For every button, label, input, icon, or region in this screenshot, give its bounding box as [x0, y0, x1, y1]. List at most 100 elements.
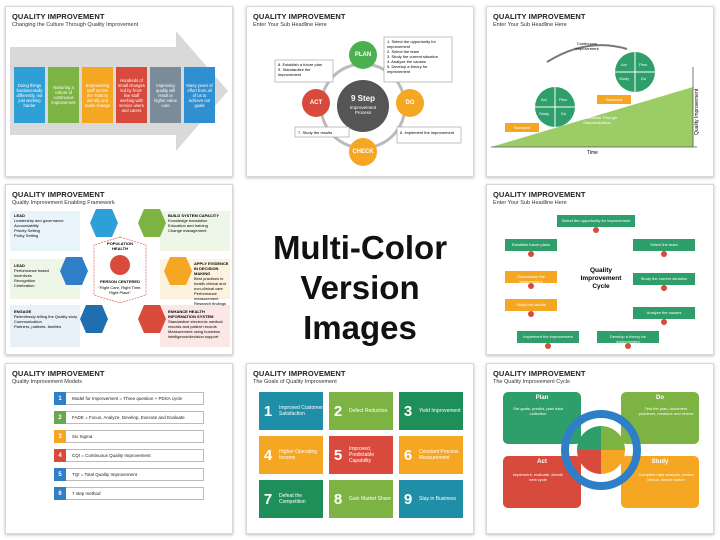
steps-right: 1. Select the opportunity for improvemen… — [387, 39, 438, 74]
center-title: 9 Step — [350, 94, 375, 103]
model-row-4: 4 CQI = Continuous Quality Improvement — [54, 449, 204, 462]
build-block: BUILD SYSTEM CAPACITY Knowledge translat… — [168, 213, 220, 233]
culture-box-1: Doing things fundamentally differently, … — [14, 67, 45, 123]
slide-title: QUALITY IMPROVEMENT — [493, 190, 586, 199]
center-subtitle: Improvement Process — [349, 105, 377, 115]
enhance-block: ENHANCE HEALTH INFORMATION SYSTEM Standa… — [168, 309, 223, 339]
slide-qi-models[interactable]: QUALITY IMPROVEMENT Quality Improvement … — [5, 363, 233, 534]
act-text: Implement, evaluate, decide next cycle — [512, 472, 564, 482]
quad-act-2: Act — [621, 62, 627, 67]
slide-culture[interactable]: QUALITY IMPROVEMENT Changing the Culture… — [5, 6, 233, 177]
cycle-graphic — [274, 36, 462, 166]
quad-do-2: Do — [641, 76, 647, 81]
culture-box-6: Many years of effort from all of us to a… — [184, 67, 215, 123]
plan-text: Set goals, predict, plan data collection — [513, 406, 563, 416]
slide-subtitle: The Goals of Quality Improvement — [253, 379, 337, 385]
cycle-step-7: Study the results — [516, 302, 546, 307]
study-text: Complete data analysis, review lesson, d… — [638, 472, 694, 482]
slide-qi-goals[interactable]: QUALITY IMPROVEMENT The Goals of Quality… — [246, 363, 474, 534]
do-text: Test the plan, document problems, measur… — [638, 406, 694, 416]
slide-subtitle: The Quality Improvement Cycle — [493, 379, 571, 385]
model-row-1: 1 Model for Improvement = Three question… — [54, 392, 204, 405]
slide-subtitle: Enter Your Sub Headline Here — [493, 22, 567, 28]
slide-subtitle: Quality Improvement Enabling Framework — [12, 200, 115, 206]
plan-heading: Plan — [535, 395, 549, 401]
model-row-6: 6 7 step method — [54, 487, 204, 500]
person-centered-label: PERSON CENTERED — [99, 279, 140, 284]
node-do: DO — [405, 100, 415, 106]
quad-study-2: Study — [619, 76, 630, 81]
label-continuous-improvement: Continuous Improvement — [575, 41, 599, 51]
culture-box-4: Hundreds of small changes led by front-l… — [116, 67, 147, 123]
ramp-graphic — [491, 44, 697, 148]
quad-study-1: Study — [539, 111, 550, 116]
cycle-step-9: Establish future plans — [511, 242, 551, 247]
quad-plan-2: Plan — [639, 62, 648, 67]
cycle-center-label: Quality Improvement Cycle — [580, 267, 622, 290]
apply-block: APPLY EVIDENCE IN DECISION MAKING Best p… — [194, 261, 229, 306]
cycle-step-1: Select the opportunity for improvement — [561, 218, 631, 223]
cycle-step-3: Study the current situation — [640, 276, 688, 281]
multicolor-headline: Multi-Color Version Images — [272, 229, 448, 346]
node-plan: PLAN — [354, 52, 372, 58]
pdsa-graphic — [503, 392, 699, 508]
step-6: 6. Implement the improvement — [400, 130, 455, 135]
label-standardization: Consolidation Through Standardization — [576, 115, 618, 125]
slide-title: QUALITY IMPROVEMENT — [493, 369, 586, 378]
node-check: CHECK — [352, 149, 374, 155]
model-row-5: 5 TQI = Total Quality Improvement — [54, 468, 204, 481]
qi-cycle-graphic — [505, 215, 695, 349]
lead-block: LEAD Leadership and governance Accountab… — [14, 213, 64, 238]
slide-qi-cycle[interactable]: QUALITY IMPROVEMENT Enter Your Sub Headl… — [486, 184, 714, 355]
step-7: 7. Study the results — [298, 130, 333, 135]
slide-subtitle: Enter Your Sub Headline Here — [493, 200, 567, 206]
cycle-step-4: Analyze the causes — [646, 310, 682, 315]
quad-act-1: Act — [541, 97, 547, 102]
culture-box-3: Empowering staff across the Trust to ide… — [82, 67, 113, 123]
slide-pdsa-ramp[interactable]: QUALITY IMPROVEMENT Enter Your Sub Headl… — [486, 6, 714, 177]
slide-title: QUALITY IMPROVEMENT — [12, 190, 105, 199]
node-act: ACT — [309, 100, 323, 106]
cycle-step-8: Standardize the improvement — [516, 274, 546, 284]
slide-subtitle: Enter Your Sub Headline Here — [253, 22, 327, 28]
axis-quality: Quality Improvement — [694, 88, 700, 135]
axis-time: Time — [587, 150, 598, 156]
slide-pdsa-quadrants[interactable]: QUALITY IMPROVEMENT The Quality Improvem… — [486, 363, 714, 534]
engage-block: ENGAGE Relentlessly telling the Quality … — [14, 309, 78, 329]
label-standard-1: Standard — [513, 125, 531, 130]
framework-graphic — [10, 209, 230, 347]
model-row-3: 3 Six Sigma — [54, 430, 204, 443]
quad-do-1: Do — [561, 111, 567, 116]
culture-box-5: Improving quality will result in higher … — [150, 67, 181, 123]
slide-title: QUALITY IMPROVEMENT — [253, 12, 346, 21]
slide-enabling-framework[interactable]: QUALITY IMPROVEMENT Quality Improvement … — [5, 184, 233, 355]
model-row-2: 2 FADE = Focus, Analyze, Develop, Execut… — [54, 411, 204, 424]
population-health-label: POPULATION HEALTH — [107, 241, 133, 251]
steps-left: 8. Establish a future plan 9. Standardiz… — [278, 62, 323, 77]
lead2-block: LEAD Performance based incentives Recogn… — [14, 263, 49, 288]
slide-subtitle: Quality Improvement Models — [12, 379, 82, 385]
act-heading: Act — [537, 459, 547, 465]
slide-title: QUALITY IMPROVEMENT — [12, 12, 105, 21]
culture-box-2: Nurturing a culture of continuous improv… — [48, 67, 79, 123]
study-heading: Study — [651, 459, 669, 465]
slide-title: QUALITY IMPROVEMENT — [493, 12, 586, 21]
quad-plan-1: Plan — [559, 97, 568, 102]
cycle-step-5: Develop a theory for improvement — [609, 334, 647, 344]
do-heading: Do — [656, 395, 664, 401]
cycle-step-6: Implement the improvement — [523, 334, 573, 339]
slide-subtitle: Changing the Culture Through Quality Imp… — [12, 22, 139, 28]
cycle-step-2: Select the team — [650, 242, 678, 247]
slide-9-step[interactable]: QUALITY IMPROVEMENT Enter Your Sub Headl… — [246, 6, 474, 177]
slide-title: QUALITY IMPROVEMENT — [12, 369, 105, 378]
